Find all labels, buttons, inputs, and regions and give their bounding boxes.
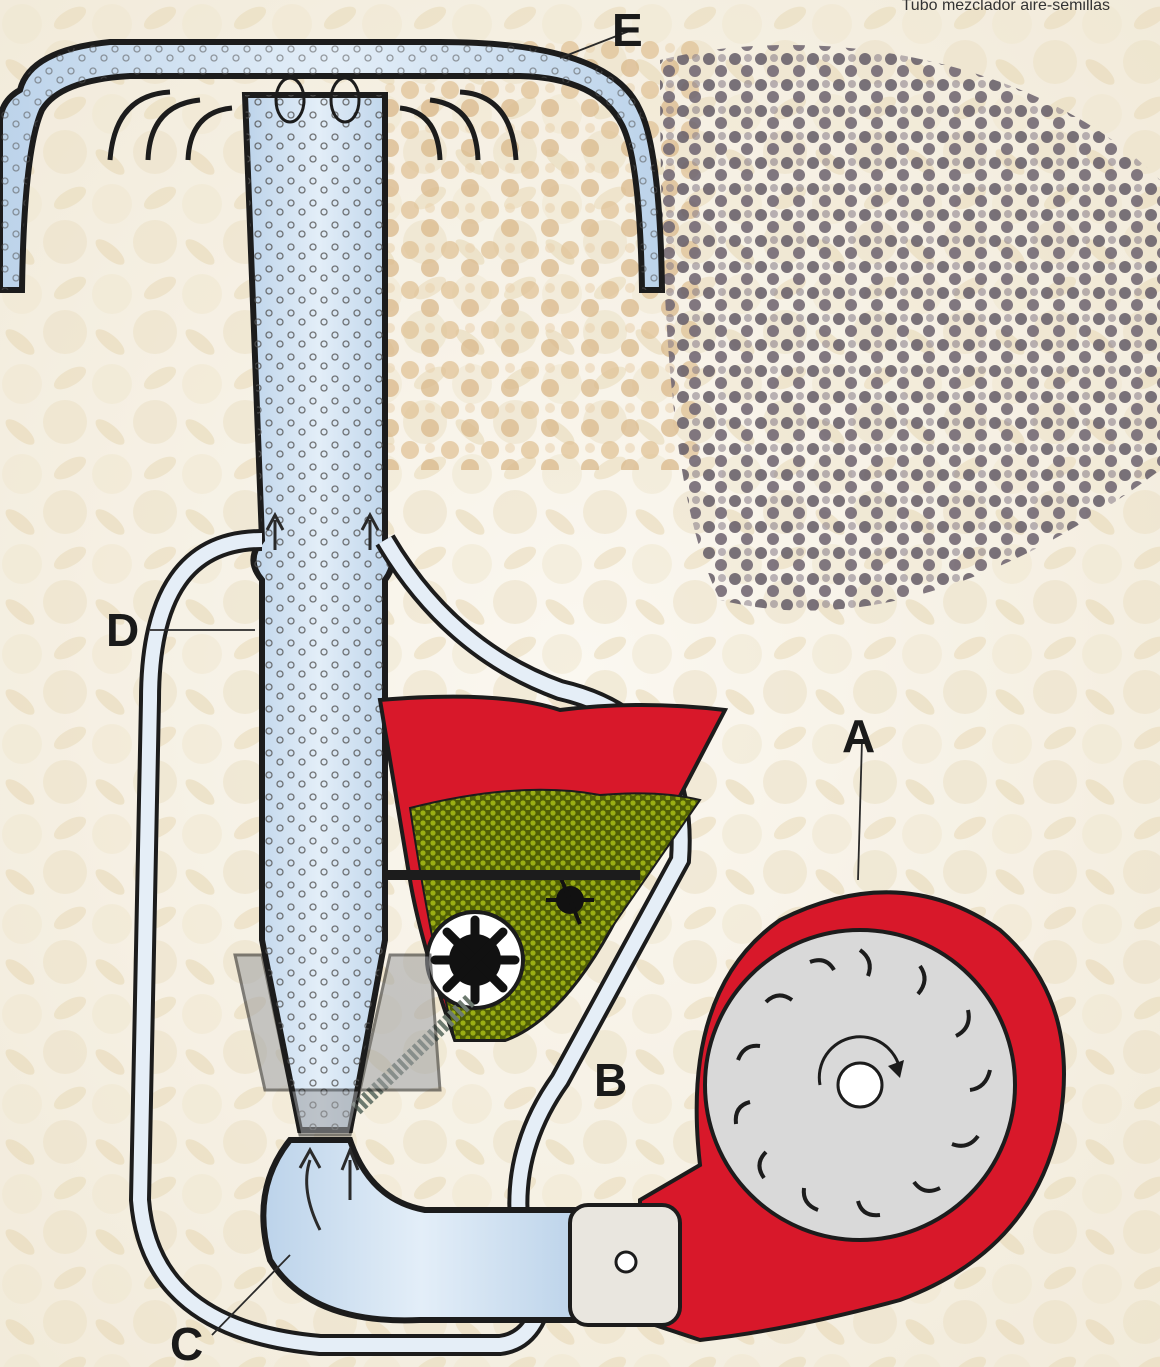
callout-c: C (170, 1318, 203, 1367)
callout-d: D (106, 604, 139, 656)
hopper-rail (385, 870, 640, 880)
callout-b: B (594, 1054, 627, 1106)
fan-hub (838, 1063, 882, 1107)
flange-bolt (616, 1252, 636, 1272)
callout-e: E (612, 4, 643, 56)
caption: Tubo mezclador aire-semillas (902, 0, 1110, 14)
star-wheel-icon (435, 920, 515, 1000)
callout-a: A (842, 710, 875, 762)
